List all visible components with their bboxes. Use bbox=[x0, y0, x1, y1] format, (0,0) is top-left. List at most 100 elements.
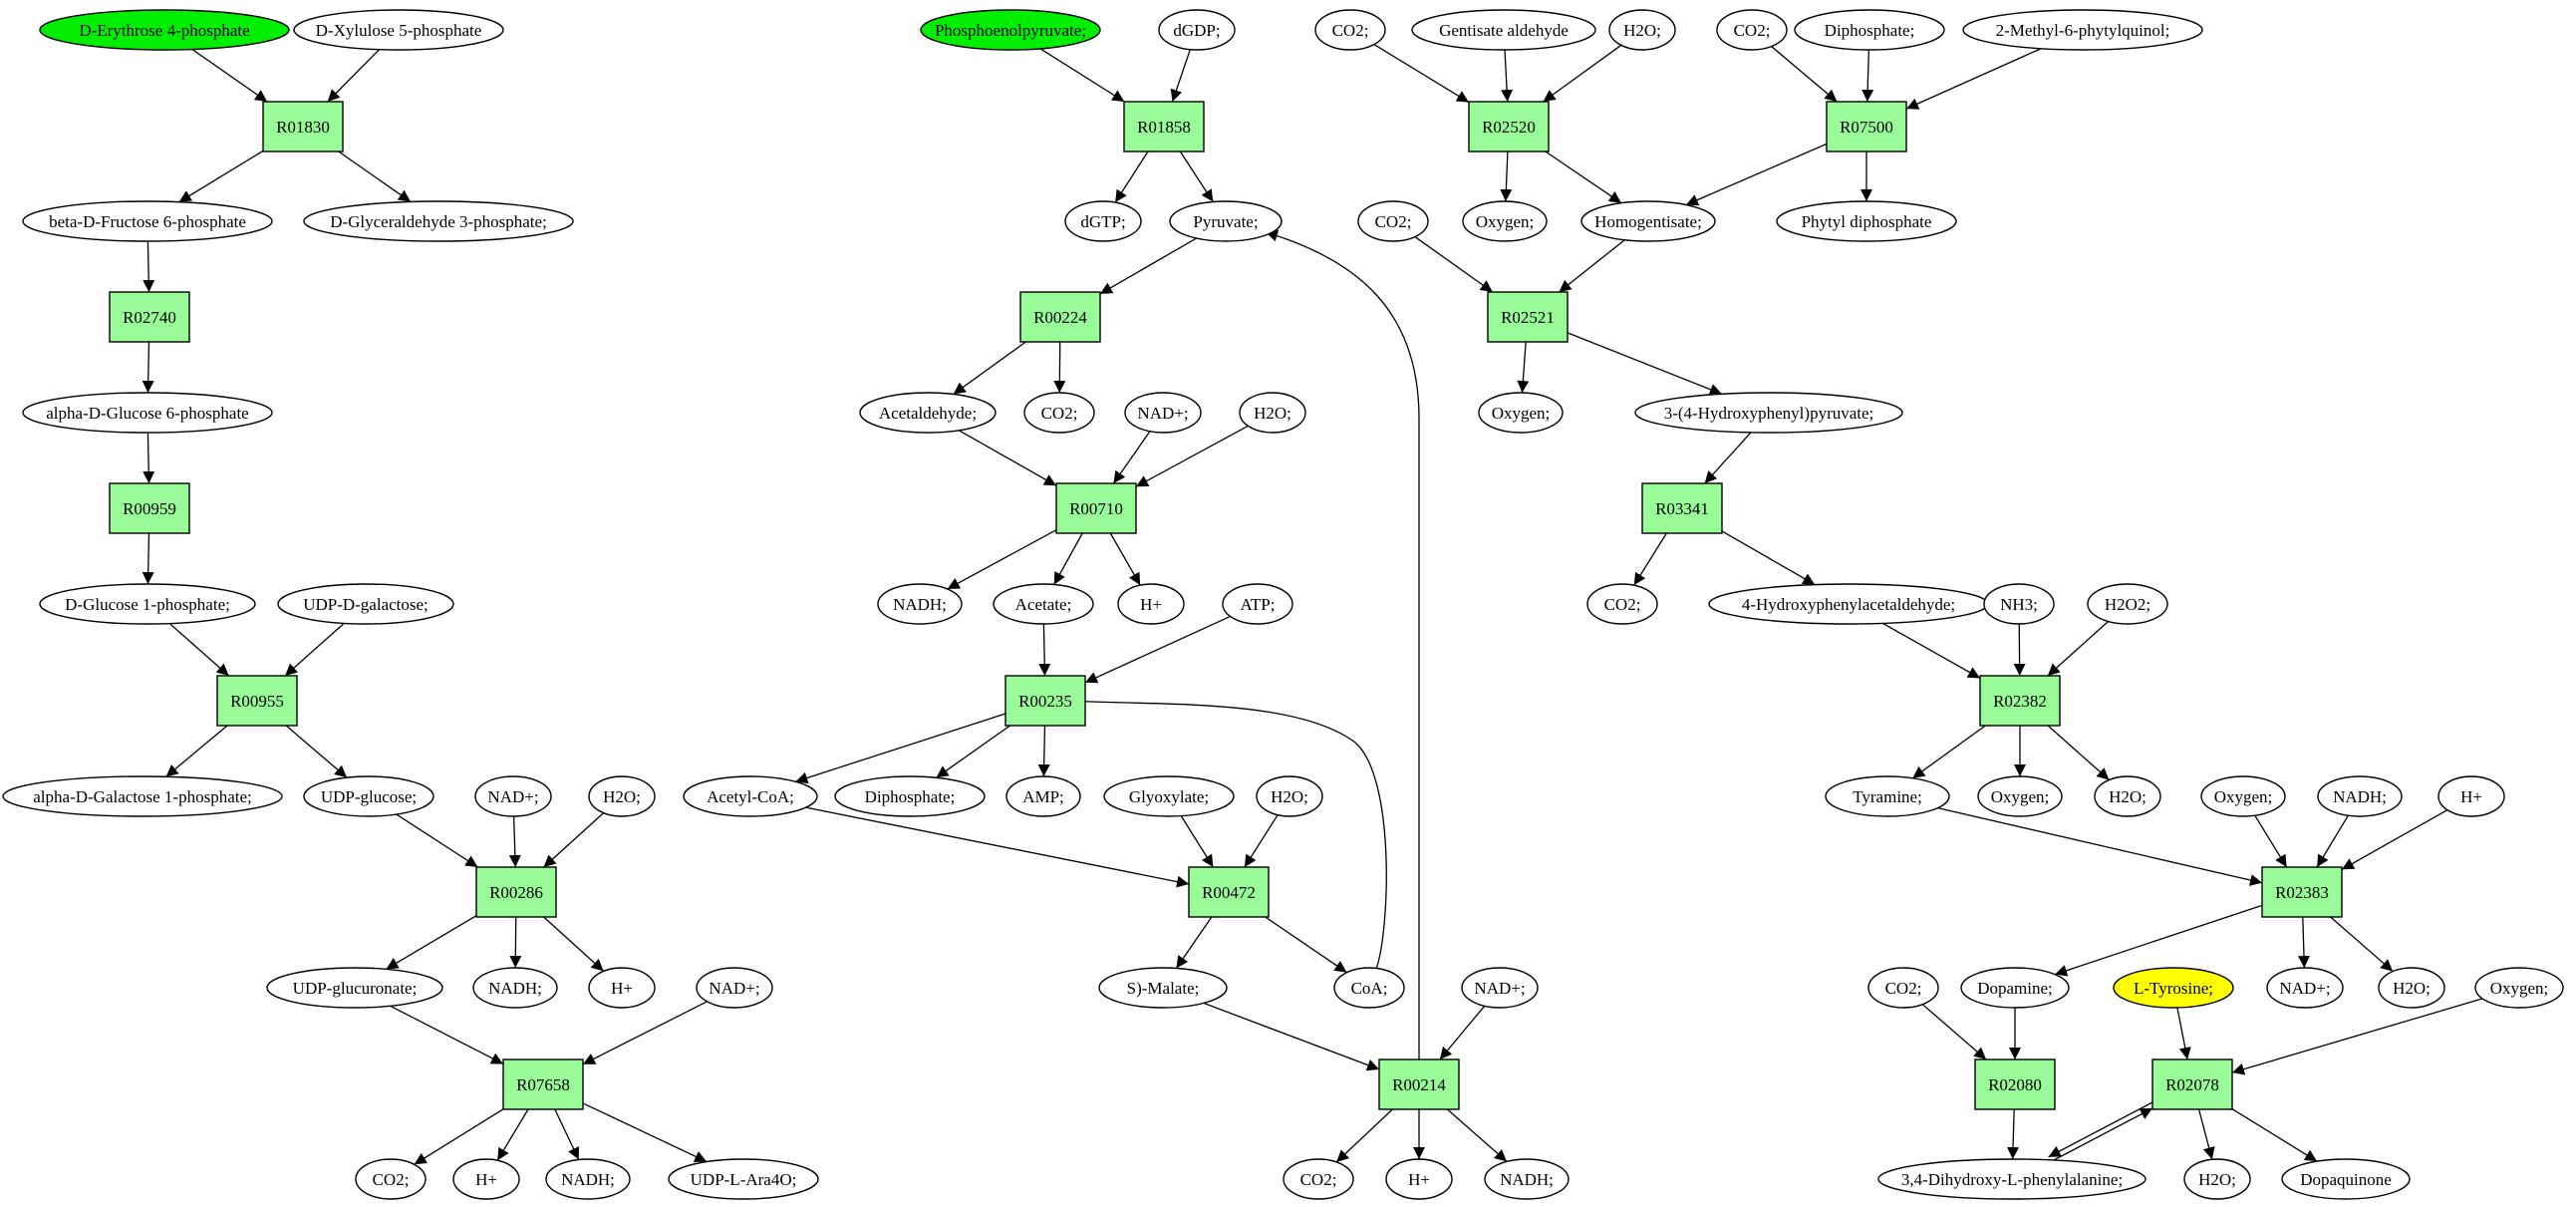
compound-node-c_udpglc[interactable]: UDP-glucose; bbox=[303, 775, 434, 817]
compound-node-c_udpara[interactable]: UDP-L-Ara4O; bbox=[668, 1158, 819, 1200]
compound-node-c_co2_g[interactable]: CO2; bbox=[1586, 583, 1658, 625]
compound-node-c_nh3[interactable]: NH3; bbox=[1983, 583, 2055, 625]
compound-node-c_accoa[interactable]: Acetyl-CoA; bbox=[683, 775, 818, 817]
compound-node-c_h2o_g[interactable]: H2O; bbox=[2183, 1158, 2251, 1200]
compound-node-c_o2_d[interactable]: Oxygen; bbox=[2200, 775, 2286, 817]
compound-node-c_hp_a[interactable]: H+ bbox=[588, 967, 656, 1009]
reaction-node-r07658[interactable]: R07658 bbox=[502, 1058, 584, 1110]
compound-node-c_ppi_a[interactable]: Diphosphate; bbox=[834, 775, 986, 817]
compound-node-c_dopaq[interactable]: Dopaquinone bbox=[2281, 1158, 2411, 1200]
compound-node-c_nadh_b[interactable]: NADH; bbox=[545, 1158, 631, 1200]
compound-node-c_nad_c[interactable]: NAD+; bbox=[1124, 392, 1202, 434]
reaction-node-r00472[interactable]: R00472 bbox=[1188, 866, 1270, 918]
compound-node-c_h2o_f[interactable]: H2O; bbox=[2378, 967, 2445, 1009]
compound-ellipse bbox=[1634, 392, 1903, 434]
compound-node-c_ag6p[interactable]: alpha-D-Glucose 6-phosphate bbox=[22, 392, 273, 434]
node-label: H2O; bbox=[2109, 787, 2147, 806]
compound-node-c_hp_c[interactable]: H+ bbox=[1117, 583, 1185, 625]
compound-node-c_h2o_d[interactable]: H2O; bbox=[1608, 9, 1676, 51]
compound-node-c_hpa[interactable]: 4-Hydroxyphenylacetaldehyde; bbox=[1708, 583, 1989, 625]
compound-node-c_e4p[interactable]: D-Erythrose 4-phosphate bbox=[39, 9, 290, 51]
compound-node-c_co2_a[interactable]: CO2; bbox=[355, 1158, 427, 1200]
compound-node-c_hp_d[interactable]: H+ bbox=[1385, 1158, 1453, 1200]
compound-node-c_nadh_d[interactable]: NADH; bbox=[1484, 1158, 1570, 1200]
reaction-node-r02080[interactable]: R02080 bbox=[1974, 1058, 2056, 1110]
reaction-node-r00214[interactable]: R00214 bbox=[1378, 1058, 1460, 1110]
compound-node-c_co2_f[interactable]: CO2; bbox=[1357, 200, 1429, 242]
compound-node-c_amp[interactable]: AMP; bbox=[1005, 775, 1081, 817]
compound-node-c_o2_e[interactable]: Oxygen; bbox=[2474, 967, 2564, 1009]
compound-ellipse bbox=[266, 967, 443, 1009]
compound-node-c_pep[interactable]: Phosphoenolpyruvate; bbox=[920, 9, 1101, 51]
reaction-node-r00955[interactable]: R00955 bbox=[216, 675, 298, 727]
compound-node-c_udpgal[interactable]: UDP-D-galactose; bbox=[277, 583, 454, 625]
compound-node-c_nad_e[interactable]: NAD+; bbox=[2266, 967, 2344, 1009]
compound-node-c_co2_b[interactable]: CO2; bbox=[1023, 392, 1095, 434]
compound-node-c_hp_e[interactable]: H+ bbox=[2437, 775, 2505, 817]
compound-node-c_pyr[interactable]: Pyruvate; bbox=[1169, 200, 1283, 242]
compound-ellipse bbox=[2266, 967, 2344, 1009]
compound-node-c_hp_b[interactable]: H+ bbox=[452, 1158, 520, 1200]
compound-node-c_co2_e[interactable]: CO2; bbox=[1716, 9, 1788, 51]
compound-node-c_dopa[interactable]: Dopamine; bbox=[1960, 967, 2070, 1009]
compound-node-c_glx[interactable]: Glyoxylate; bbox=[1103, 775, 1235, 817]
compound-node-c_atp[interactable]: ATP; bbox=[1222, 583, 1293, 625]
reaction-node-r02520[interactable]: R02520 bbox=[1468, 101, 1550, 152]
compound-node-c_h2o_a[interactable]: H2O; bbox=[588, 775, 656, 817]
compound-node-c_acald[interactable]: Acetaldehyde; bbox=[859, 392, 997, 434]
reaction-node-r00710[interactable]: R00710 bbox=[1055, 482, 1137, 534]
compound-node-c_g1p[interactable]: D-Glucose 1-phosphate; bbox=[39, 583, 256, 625]
compound-node-c_nad_d[interactable]: NAD+; bbox=[1461, 967, 1539, 1009]
reaction-node-r02521[interactable]: R02521 bbox=[1487, 291, 1569, 343]
compound-node-c_agal1p[interactable]: alpha-D-Galactose 1-phosphate; bbox=[2, 775, 283, 817]
reaction-node-r00235[interactable]: R00235 bbox=[1004, 675, 1086, 727]
reaction-node-r01830[interactable]: R01830 bbox=[262, 101, 344, 152]
edge-r00235-to-c_amp bbox=[1037, 725, 1050, 777]
reaction-node-r02382[interactable]: R02382 bbox=[1979, 675, 2061, 727]
compound-node-c_ldopa[interactable]: 3,4-Dihydroxy-L-phenylalanine; bbox=[1877, 1158, 2147, 1200]
compound-node-c_nadh_e[interactable]: NADH; bbox=[2317, 775, 2403, 817]
compound-node-c_gentald[interactable]: Gentisate aldehyde bbox=[1411, 9, 1596, 51]
compound-node-c_tyra[interactable]: Tyramine; bbox=[1825, 775, 1950, 817]
compound-node-c_g3p[interactable]: D-Glyceraldehyde 3-phosphate; bbox=[303, 200, 574, 242]
reaction-node-r00959[interactable]: R00959 bbox=[109, 482, 190, 534]
compound-node-c_tyr[interactable]: L-Tyrosine; bbox=[2113, 967, 2234, 1009]
reaction-node-r00286[interactable]: R00286 bbox=[475, 866, 557, 918]
edge-c_mal-to-r00214 bbox=[1203, 1002, 1380, 1071]
compound-node-c_nadh_a[interactable]: NADH; bbox=[472, 967, 558, 1009]
compound-node-c_h2o_e[interactable]: H2O; bbox=[2094, 775, 2161, 817]
compound-node-c_nad_a[interactable]: NAD+; bbox=[474, 775, 552, 817]
reaction-node-r02078[interactable]: R02078 bbox=[2151, 1058, 2233, 1110]
reaction-node-r01858[interactable]: R01858 bbox=[1123, 101, 1205, 152]
reaction-node-r02383[interactable]: R02383 bbox=[2261, 866, 2343, 918]
reaction-node-r00224[interactable]: R00224 bbox=[1019, 291, 1101, 343]
compound-node-c_o2_b[interactable]: Oxygen; bbox=[1478, 392, 1564, 434]
compound-node-c_dgtp[interactable]: dGTP; bbox=[1064, 200, 1142, 242]
compound-node-c_mpq[interactable]: 2-Methyl-6-phytylquinol; bbox=[1962, 9, 2203, 51]
compound-node-c_nadh_c[interactable]: NADH; bbox=[877, 583, 963, 625]
compound-node-c_homog[interactable]: Homogentisate; bbox=[1580, 200, 1716, 242]
node-label: H2O; bbox=[1271, 787, 1308, 806]
compound-node-c_h2o2[interactable]: H2O2; bbox=[2087, 583, 2168, 625]
reaction-node-r07500[interactable]: R07500 bbox=[1826, 101, 1907, 152]
compound-node-c_coa[interactable]: CoA; bbox=[1333, 967, 1405, 1009]
compound-node-c_acet[interactable]: Acetate; bbox=[993, 583, 1094, 625]
compound-node-c_o2_a[interactable]: Oxygen; bbox=[1462, 200, 1548, 242]
compound-node-c_co2_c[interactable]: CO2; bbox=[1283, 1158, 1354, 1200]
compound-node-c_nad_b[interactable]: NAD+; bbox=[696, 967, 773, 1009]
compound-node-c_co2_h[interactable]: CO2; bbox=[1867, 967, 1939, 1009]
compound-node-c_h2o_b[interactable]: H2O; bbox=[1239, 392, 1306, 434]
compound-node-c_phytpp[interactable]: Phytyl diphosphate bbox=[1776, 200, 1957, 242]
compound-node-c_hpp[interactable]: 3-(4-Hydroxyphenyl)pyruvate; bbox=[1634, 392, 1903, 434]
compound-node-c_o2_c[interactable]: Oxygen; bbox=[1977, 775, 2063, 817]
compound-node-c_co2_d[interactable]: CO2; bbox=[1314, 9, 1386, 51]
compound-node-c_ppi_b[interactable]: Diphosphate; bbox=[1794, 9, 1945, 51]
compound-node-c_h2o_c[interactable]: H2O; bbox=[1256, 775, 1323, 817]
compound-node-c_mal[interactable]: S)-Malate; bbox=[1098, 967, 1228, 1009]
compound-node-c_bf6p[interactable]: beta-D-Fructose 6-phosphate bbox=[22, 200, 273, 242]
compound-node-c_udpglcu[interactable]: UDP-glucuronate; bbox=[266, 967, 443, 1009]
reaction-node-r03341[interactable]: R03341 bbox=[1641, 482, 1723, 534]
compound-node-c_dgdp[interactable]: dGDP; bbox=[1158, 9, 1236, 51]
reaction-node-r02740[interactable]: R02740 bbox=[109, 291, 190, 343]
compound-node-c_x5p[interactable]: D-Xylulose 5-phosphate bbox=[293, 9, 504, 51]
